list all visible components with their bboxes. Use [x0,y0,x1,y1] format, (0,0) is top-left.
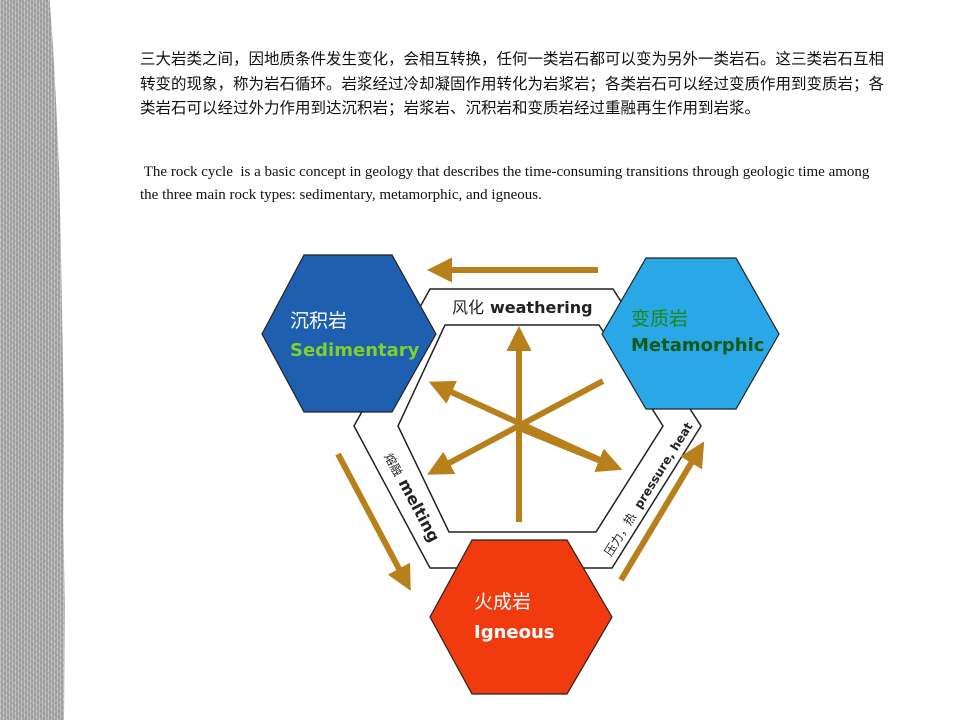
arrow-lower-right [517,425,623,473]
igneous-hexagon [429,539,613,695]
sedimentary-label-zh: 沉积岩 [290,310,347,332]
arrow-left-down [335,452,411,591]
igneous-label-zh: 火成岩 [474,591,531,613]
igneous-label-en: Igneous [474,622,555,643]
metamorphic-label-zh: 变质岩 [631,308,688,330]
metamorphic-label-en: Metamorphic [631,335,764,356]
weathering-label-zh: 风化 [452,298,484,317]
intro-english-text: The rock cycle is a basic concept in geo… [140,164,874,203]
granite-texture-strip [0,0,65,720]
sedimentary-label-en: Sedimentary [290,340,420,361]
metamorphic-hexagon [601,257,780,410]
weathering-label-en: weathering [490,298,593,317]
watermark-mark [22,78,54,142]
intro-chinese-text: 三大岩类之间，因地质条件发生变化，会相互转换，任何一类岩石都可以变为另外一类岩石… [140,50,885,117]
sedimentary-hexagon [261,254,437,413]
arrow-right-up [618,441,705,582]
arrow-lower-left [427,378,605,475]
